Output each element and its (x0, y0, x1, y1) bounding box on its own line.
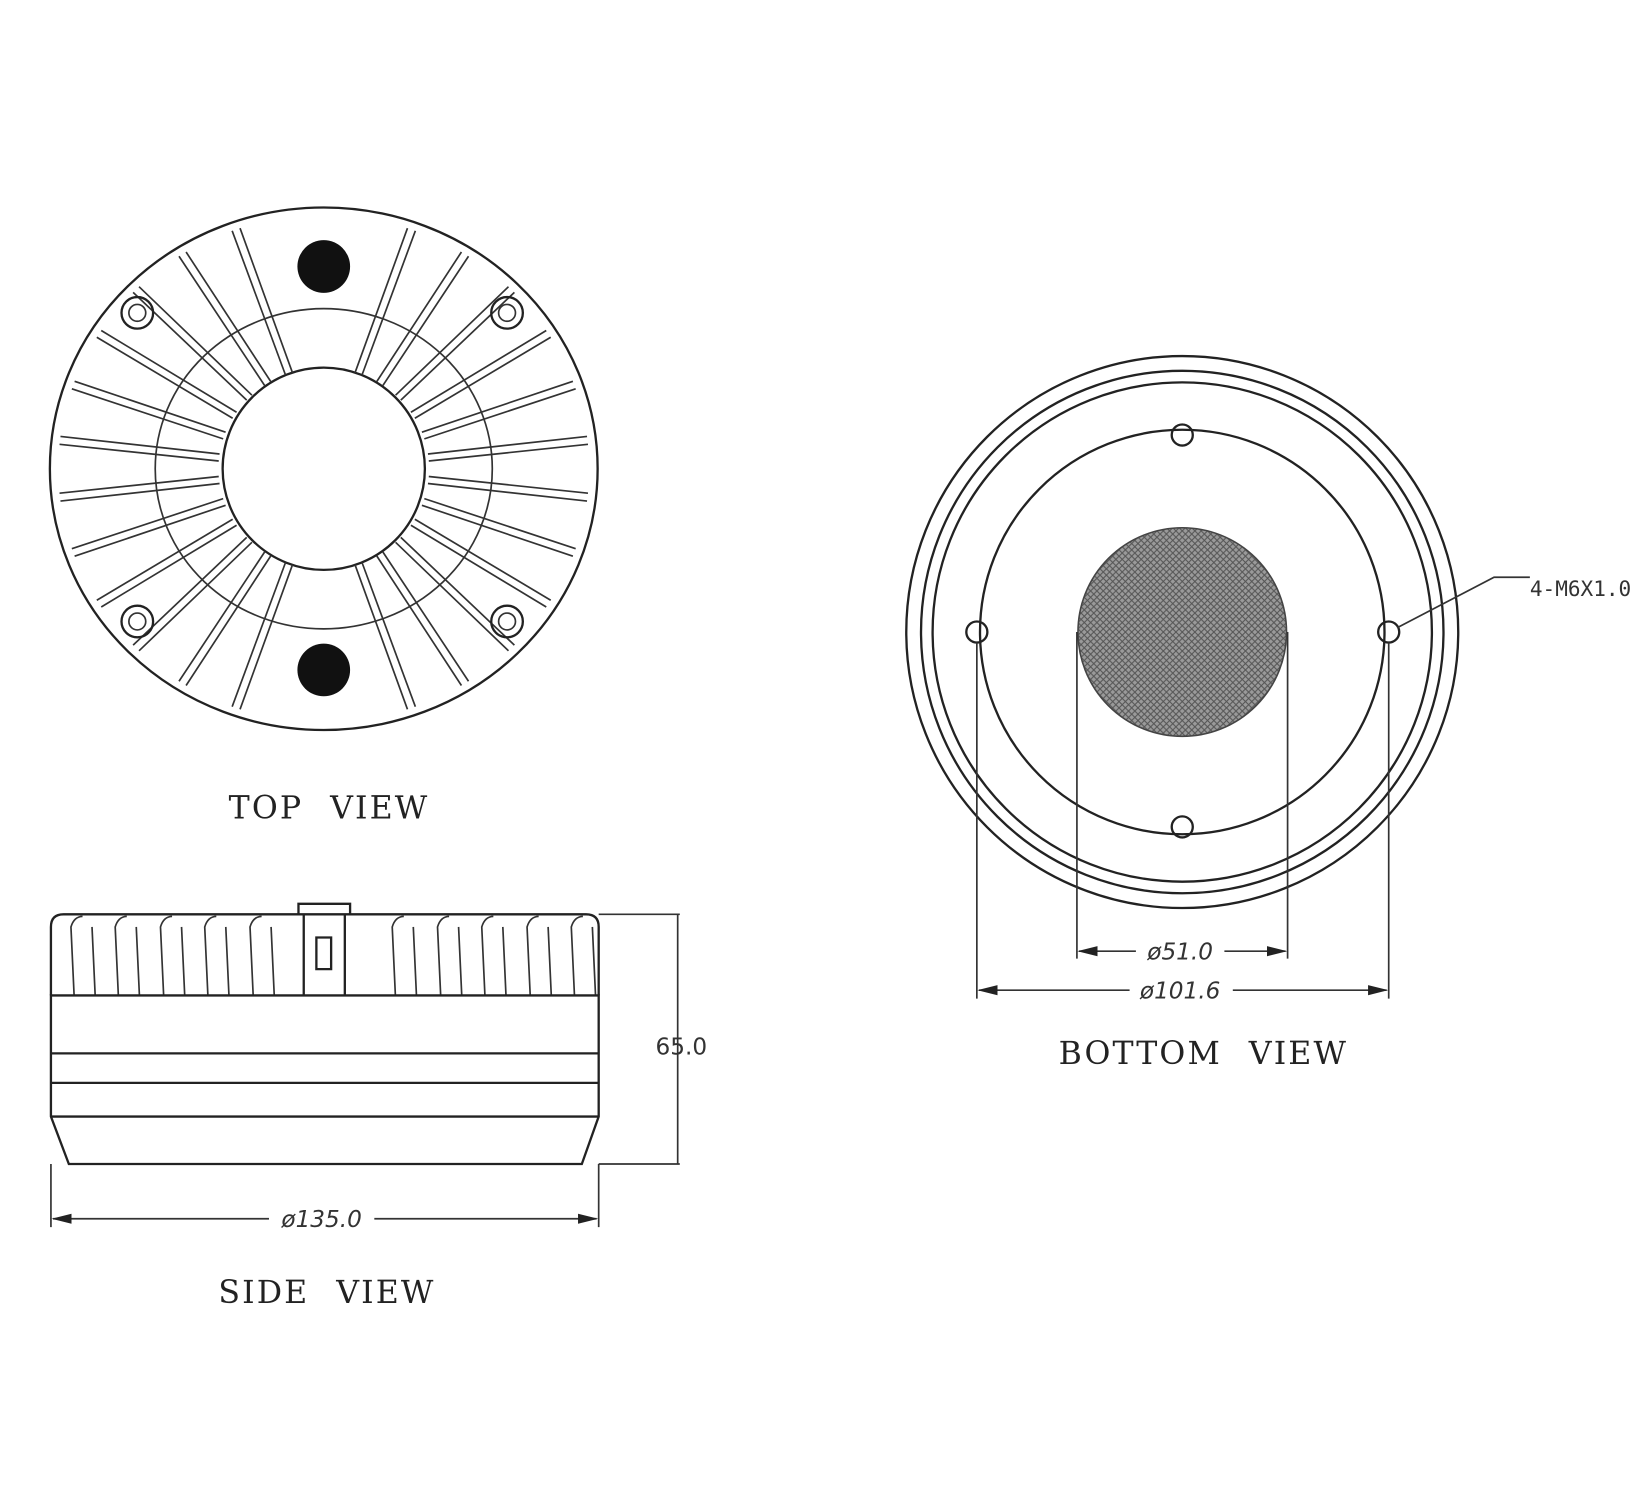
side-fin (203, 915, 230, 996)
extension-lines (976, 632, 1390, 999)
fin-edge (185, 555, 272, 686)
fin-edge (395, 286, 510, 396)
fin-edge (421, 380, 574, 434)
hole-leader-line (1396, 576, 1530, 629)
fin-edge (424, 497, 576, 550)
mounting-hole-callout: 4-M6X1.0 (1530, 576, 1631, 601)
fin-edge (239, 227, 294, 373)
fin-edge (60, 482, 220, 502)
side-view: 65.0 ø135.0 SIDE VIEW (49, 902, 708, 1311)
fin-edge (185, 251, 272, 383)
fin-edge (354, 564, 409, 710)
mounting-hole (1170, 423, 1194, 447)
fin-edge (410, 329, 547, 414)
fin-edge (375, 555, 463, 686)
bolt-circle (978, 428, 1386, 836)
top-inner-ring (154, 307, 494, 630)
bolt-circle-dimension: ø101.6 (1139, 978, 1220, 1005)
fin-edge (427, 482, 588, 502)
side-fin (480, 915, 507, 996)
side-fin (526, 915, 553, 996)
fin-edge (178, 551, 266, 682)
side-fin (159, 915, 186, 996)
fin-edge (60, 435, 220, 455)
fin-edge (400, 291, 515, 401)
terminal-dot-top (297, 240, 351, 293)
fin-edge (400, 536, 515, 646)
fin-edge (424, 388, 576, 440)
side-fin (391, 915, 418, 996)
fin-edge (178, 255, 266, 386)
fin-edge (74, 380, 226, 434)
fin-edge (100, 329, 238, 414)
bottom-outer-rim (905, 354, 1460, 910)
mounting-hole (965, 620, 989, 644)
fin-edge (410, 524, 547, 608)
top-outer-rim (48, 206, 599, 732)
fin-edge (138, 286, 253, 396)
height-dimension: 65.0 (656, 1033, 708, 1060)
fin-edge (361, 562, 417, 707)
fin-edge (414, 518, 552, 601)
fin-edge (239, 564, 294, 710)
fin-edge (382, 551, 470, 682)
body-outline (49, 994, 600, 1166)
side-fin (114, 915, 141, 996)
fin-edge (231, 230, 287, 376)
fin-edge (354, 227, 409, 373)
top-center-opening (221, 366, 427, 572)
bottom-view: 4-M6X1.0 ø51.0 ø101.6 BOTTOM VIEW (905, 354, 1631, 1072)
mounting-hole (1170, 815, 1194, 839)
outer-diameter-dimension: ø135.0 (280, 1206, 361, 1233)
throat-diameter-dimension: ø51.0 (1146, 939, 1213, 966)
fin-edge (74, 504, 226, 558)
bottom-rim-step (919, 369, 1445, 895)
side-view-label: SIDE VIEW (218, 1275, 435, 1311)
fin-edge (71, 497, 224, 550)
terminal-dot-bottom (297, 643, 351, 697)
fin-edge (382, 255, 470, 386)
height-dimension-line (598, 913, 680, 1165)
screw-icon (120, 604, 155, 639)
fin-edge (428, 475, 589, 495)
side-fin (436, 915, 463, 996)
fin-edge (421, 504, 574, 558)
top-view: TOP VIEW (48, 206, 599, 826)
screw-icon (120, 295, 155, 330)
screw-icon (490, 604, 525, 639)
top-view-label: TOP VIEW (229, 790, 430, 826)
bottom-view-label: BOTTOM VIEW (1059, 1036, 1348, 1072)
fin-edge (231, 562, 287, 707)
fin-edge (361, 230, 417, 376)
mounting-hole (1377, 620, 1401, 644)
fin-edge (96, 336, 234, 419)
fin-edge (375, 251, 463, 383)
side-fin (249, 915, 276, 996)
fin-edge (395, 541, 510, 652)
fin-edge (59, 443, 219, 462)
side-fin (70, 915, 97, 996)
side-fin (570, 915, 597, 996)
fin-edge (428, 443, 589, 462)
screw-icon (490, 295, 525, 330)
fin-edge (427, 435, 588, 455)
fin-edge (138, 541, 253, 652)
fin-edge (71, 388, 224, 440)
width-extension-lines (50, 1163, 600, 1228)
fin-edge (414, 336, 552, 419)
fin-edge (96, 518, 234, 601)
fin-edge (59, 475, 219, 495)
side-fins (70, 915, 597, 996)
terminal-tab (297, 902, 352, 996)
fin-edge (100, 524, 238, 608)
cooling-fins (59, 227, 589, 710)
fin-crown (49, 913, 600, 996)
bottom-rim-step (931, 381, 1434, 883)
throat-mesh (1077, 526, 1288, 738)
